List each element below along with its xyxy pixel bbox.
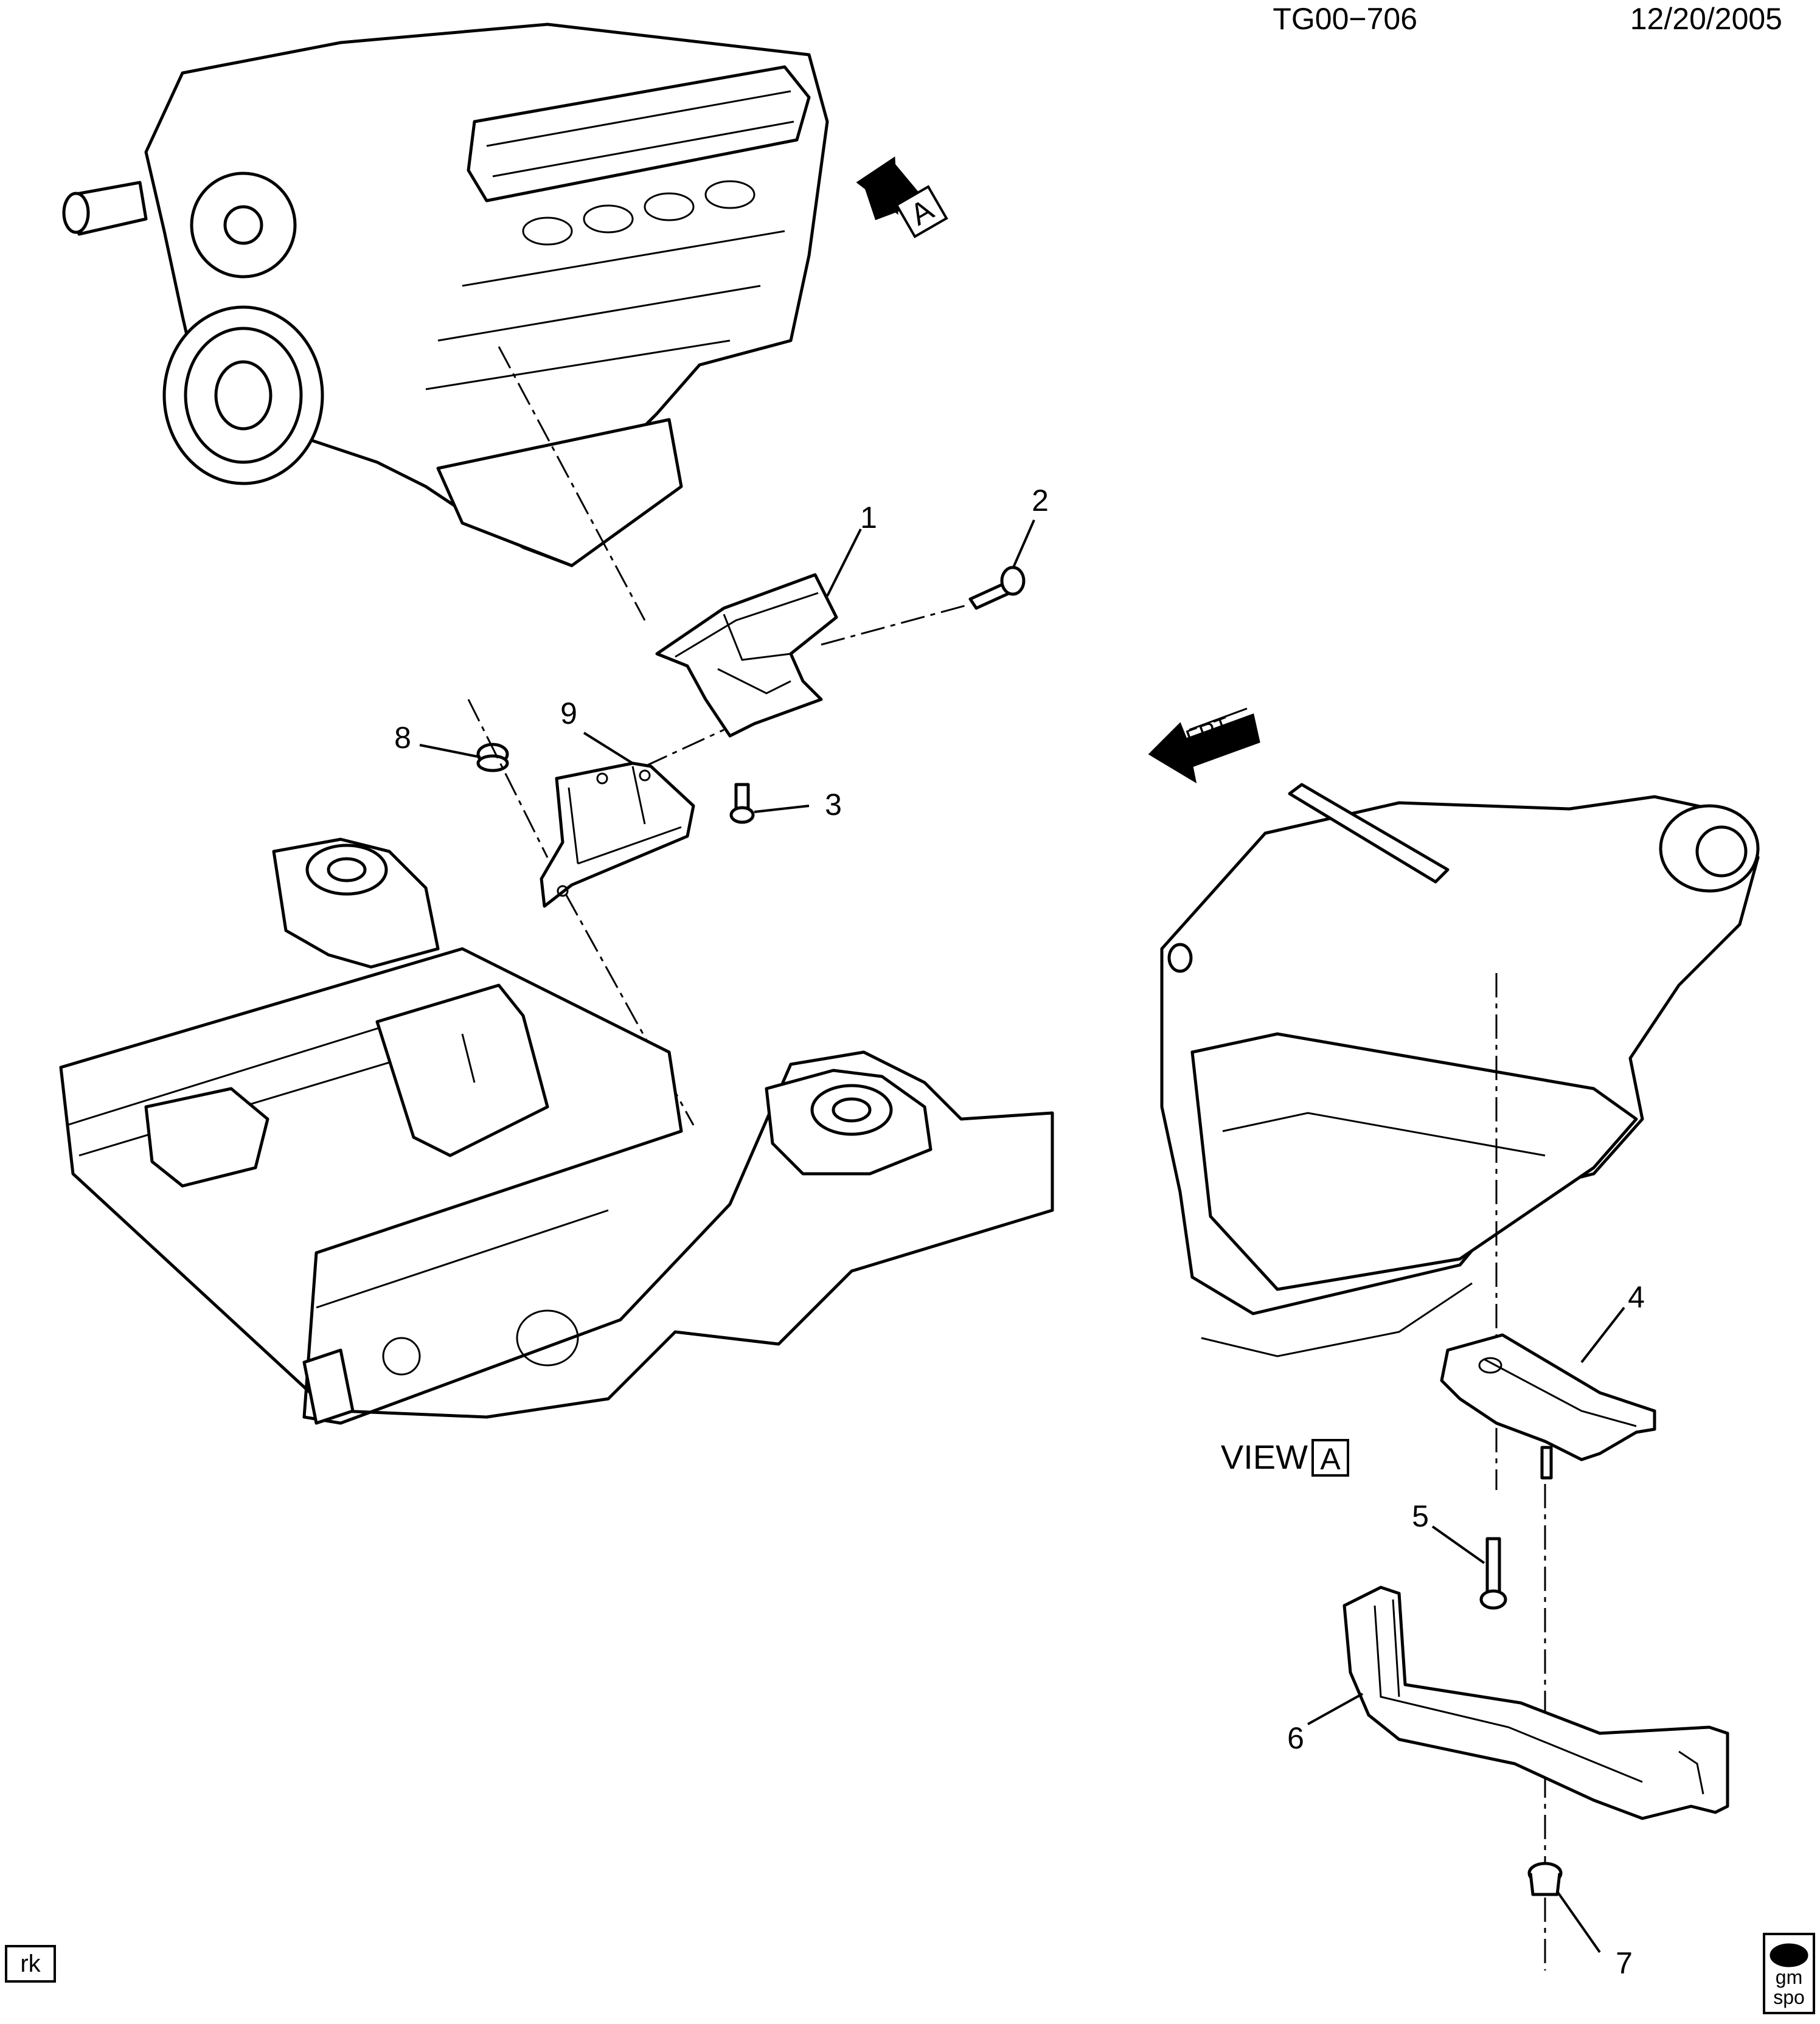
artist-initials-box: rk (5, 1945, 56, 1983)
bracket-centerline (644, 729, 724, 768)
callout-3: 3 (825, 788, 842, 822)
callout-7: 7 (1616, 1946, 1633, 1980)
callout-2: 2 (1032, 483, 1049, 518)
callout-5: 5 (1412, 1499, 1429, 1533)
view-word: VIEW (1221, 1438, 1308, 1476)
callout-1: 1 (860, 501, 877, 535)
drawing-number: TG00−706 (1273, 2, 1417, 36)
nut-7 (1527, 1862, 1563, 1896)
gm-spo-logo: gm spo (1763, 1933, 1815, 2014)
view-a-arrow: A (856, 156, 948, 238)
nut-8 (476, 743, 509, 772)
bolt-2 (968, 566, 1026, 610)
callout-8: 8 (394, 721, 411, 755)
logo-text-top: gm (1776, 1966, 1802, 1988)
nut-8-centerline (467, 699, 549, 858)
callout-6: 6 (1287, 1721, 1304, 1755)
engine-illustration: A (62, 23, 948, 567)
drawing-date: 12/20/2005 (1630, 2, 1782, 36)
view-letter: A (1320, 1442, 1341, 1476)
bolt-3 (729, 783, 755, 824)
bolt-2-centerline (821, 604, 968, 646)
engine-underside-illustration (1160, 783, 1760, 1357)
engine-mount-centerline (498, 346, 646, 621)
engine-mount-4 (1440, 1333, 1656, 1480)
front-direction-indicator: FRT (1148, 707, 1260, 784)
view-a-label: VIEW A (1221, 1438, 1349, 1477)
logo-text-bottom: spo (1773, 1986, 1805, 2008)
callout-4: 4 (1628, 1280, 1645, 1314)
bolt-5 (1479, 1537, 1507, 1610)
callout-leaders (419, 519, 1625, 1953)
artist-initials: rk (20, 1950, 41, 1977)
crossmember-6 (1342, 1586, 1729, 1820)
engine-mount-1 (655, 573, 838, 738)
callout-9: 9 (560, 696, 577, 730)
frame-illustration (59, 837, 1054, 1425)
mount-bracket-9 (540, 761, 695, 908)
